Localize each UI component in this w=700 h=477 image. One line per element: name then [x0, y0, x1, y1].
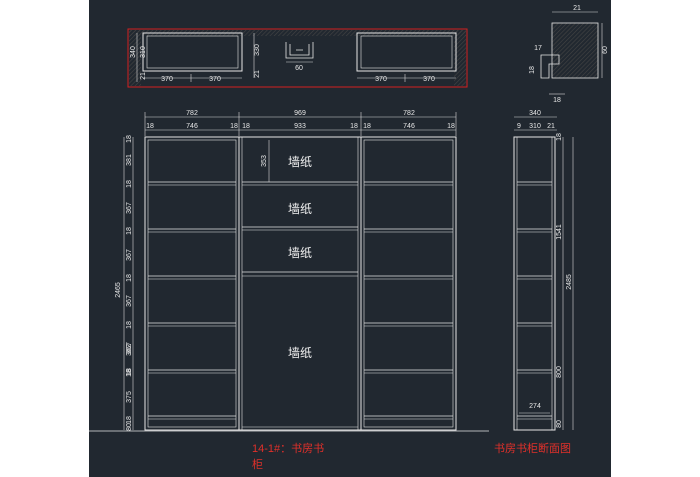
elev-left-inner-dim-3: 18 — [230, 123, 238, 130]
plan-right-dim-1: 370 — [375, 76, 387, 83]
elev-left-shelf-dim-10: 367 — [126, 342, 133, 354]
elev-width-center: 969 — [294, 110, 306, 117]
section-detail-dim-18a: 18 — [529, 66, 536, 74]
plan-left-cabinet-inner — [146, 35, 239, 69]
elevation-title-line2: 柜 — [252, 458, 263, 471]
plan-left-vdim-310: 310 — [140, 46, 147, 58]
section-detail-body — [551, 22, 599, 79]
elev-right-inner-dim-3: 18 — [447, 123, 455, 130]
plan-center-detail-dim-60: 60 — [295, 65, 303, 72]
elev-left-inner-dim-1: 18 — [146, 123, 154, 130]
wallpaper-label-4: 墙纸 — [288, 346, 312, 360]
wallpaper-label-2: 墙纸 — [288, 202, 312, 216]
wallpaper-label-3: 墙纸 — [288, 246, 312, 260]
left-cabinet-shelves — [148, 181, 236, 420]
elev-left-shelf-dim-14: 375 — [126, 391, 133, 403]
elev-center-inner-dim-3: 18 — [350, 123, 358, 130]
side-inner-dim-9: 9 — [517, 123, 521, 130]
elev-left-shelf-dim-16: 80 — [126, 423, 133, 431]
side-width-340: 340 — [529, 110, 541, 117]
elev-left-shelf-dim-15: 18 — [126, 416, 133, 424]
plan-wall-hatch-left — [129, 30, 141, 86]
elev-left-shelf-dim-11: 18 — [126, 368, 133, 376]
elev-left-shelf-dim-2: 381 — [126, 154, 133, 166]
elev-left-shelf-dim-1: 18 — [126, 135, 133, 143]
cad-drawing-canvas: 370 370 340 310 21 330 21 60 370 — [89, 0, 611, 477]
plan-center-vdim-330: 330 — [254, 44, 261, 56]
plan-view: 370 370 340 310 21 330 21 60 370 — [127, 28, 468, 88]
plan-center-vdim-21: 21 — [254, 70, 261, 78]
side-right-dim-800: 800 — [556, 366, 563, 378]
left-cabinet — [144, 136, 240, 431]
section-detail-dim-60: 60 — [602, 46, 609, 54]
plan-right-cabinet — [356, 32, 457, 72]
elev-width-right: 782 — [403, 110, 415, 117]
section-detail-dim-17: 17 — [534, 45, 542, 52]
cad-drawing: 370 370 340 310 21 330 21 60 370 — [89, 5, 609, 471]
elevation-title-line1: 14-1#：书房书 — [252, 442, 324, 455]
plan-wall-hatch-right — [454, 30, 466, 86]
right-cabinet-inner — [363, 139, 454, 428]
elev-right-inner-dim-1: 18 — [363, 123, 371, 130]
section-title: 书房书柜断面图 — [494, 441, 571, 455]
wallpaper-label-1: 墙纸 — [288, 155, 312, 169]
side-section: 340 9 310 21 274 18 1541 2485 800 80 书房书… — [494, 110, 574, 455]
elev-left-shelf-dim-5: 18 — [126, 227, 133, 235]
plan-right-cabinet-inner — [360, 35, 453, 69]
right-cabinet — [360, 136, 457, 431]
plan-right-dim-2: 370 — [423, 76, 435, 83]
center-top-dim-353: 353 — [261, 155, 268, 167]
left-cabinet-inner — [147, 139, 237, 428]
elev-left-shelf-dim-8: 367 — [126, 295, 133, 307]
elev-left-inner-dim-2: 746 — [186, 123, 198, 130]
plan-wall-hatch-top — [129, 30, 466, 36]
side-inner-dim-21: 21 — [547, 123, 555, 130]
section-detail: 21 60 17 18 18 — [529, 5, 609, 104]
side-bottom-dim-274: 274 — [529, 403, 541, 410]
plan-center-detail-shape — [285, 42, 314, 59]
section-detail-profile — [540, 54, 560, 79]
elev-left-shelf-dim-13: 18 — [126, 369, 133, 377]
elev-left-shelf-dim-3: 18 — [126, 180, 133, 188]
plan-left-vdim-21: 21 — [140, 72, 147, 80]
elev-overall-height: 2465 — [115, 282, 122, 298]
side-right-dim-80: 80 — [556, 420, 563, 428]
side-cabinet-shelves — [517, 181, 552, 420]
plan-left-vdim-340: 340 — [130, 46, 137, 58]
elev-right-inner-dim-2: 746 — [403, 123, 415, 130]
plan-left-cabinet — [142, 32, 243, 72]
side-right-dim-1541: 1541 — [556, 224, 563, 240]
elev-left-shelf-dim-12: 362 — [126, 344, 133, 356]
elev-center-inner-dim-2: 933 — [294, 123, 306, 130]
elev-left-shelf-dim-4: 367 — [126, 202, 133, 214]
plan-left-dim-2: 370 — [209, 76, 221, 83]
plan-left-dim-1: 370 — [161, 76, 173, 83]
plan-red-frame — [127, 28, 468, 88]
elev-width-left: 782 — [186, 110, 198, 117]
side-cabinet — [513, 136, 556, 431]
elev-left-shelf-dim-9: 18 — [126, 321, 133, 329]
elev-center-inner-dim-1: 18 — [242, 123, 250, 130]
elev-left-shelf-dim-7: 18 — [126, 274, 133, 282]
side-right-dim-2485: 2485 — [566, 274, 573, 290]
front-elevation: 782 969 782 18 746 18 18 933 18 18 746 1… — [89, 110, 489, 471]
side-right-dim-18: 18 — [556, 133, 563, 141]
right-cabinet-shelves — [364, 181, 453, 420]
side-inner-dim-310: 310 — [529, 123, 541, 130]
section-detail-dim-21: 21 — [573, 5, 581, 12]
elev-left-shelf-dim-6: 367 — [126, 249, 133, 261]
section-detail-dim-18b: 18 — [553, 97, 561, 104]
center-cabinet — [238, 136, 362, 431]
